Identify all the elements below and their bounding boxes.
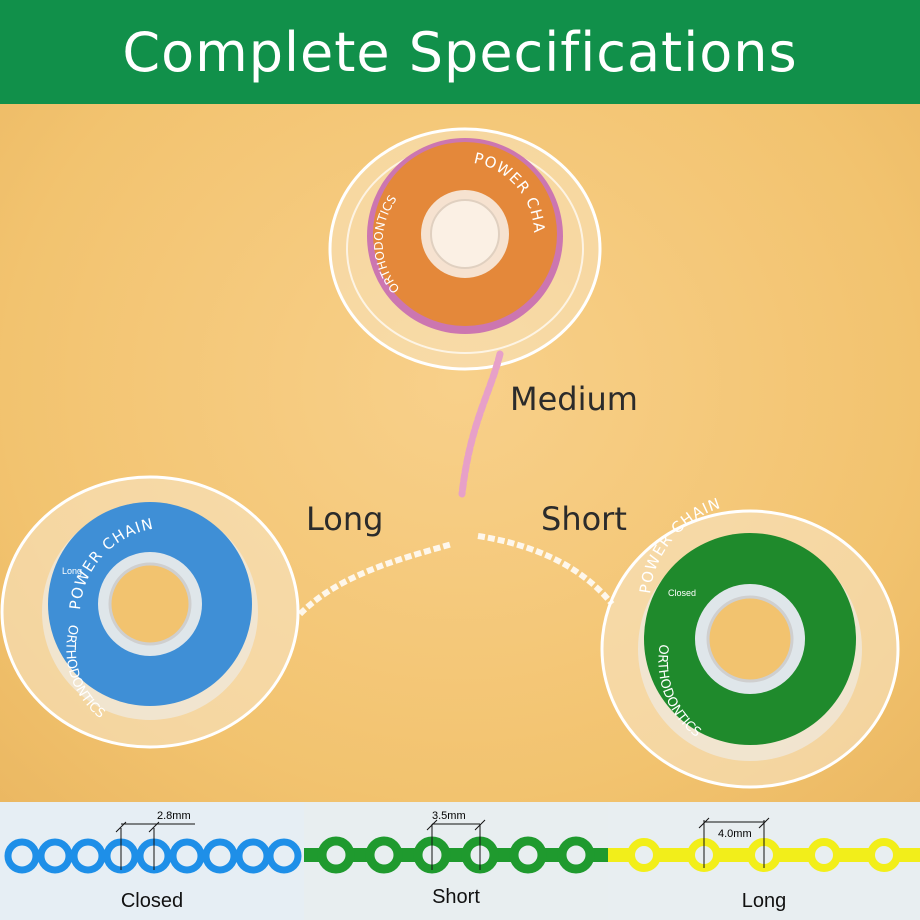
closed-spec-panel: 2.8mm Closed — [0, 802, 304, 920]
short-label: Short — [541, 500, 627, 538]
medium-label: Medium — [510, 380, 638, 418]
closed-measure: 2.8mm — [157, 810, 191, 822]
short-name: Short — [432, 886, 480, 908]
short-spec-panel: 3.5mm Short — [304, 802, 608, 920]
short-measure: 3.5mm — [432, 810, 466, 822]
product-photo: POWER CHAIN ORTHODONTICS POWER CHAIN ORT… — [0, 90, 920, 802]
long-label: Long — [306, 500, 384, 538]
long-spool: POWER CHAIN ORTHODONTICS Long — [0, 475, 453, 749]
short-chain-diagram — [304, 819, 608, 874]
spools-illustration: POWER CHAIN ORTHODONTICS POWER CHAIN ORT… — [0, 90, 900, 789]
long-spec-panel: 4.0mm Long — [608, 802, 920, 920]
short-spool-size-text: Closed — [668, 588, 696, 598]
title-banner: Complete Specifications — [0, 0, 920, 104]
long-name: Long — [741, 890, 787, 912]
banner-title: Complete Specifications — [122, 20, 798, 84]
medium-spool: POWER CHAIN ORTHODONTICS — [0, 90, 602, 498]
short-spool: POWER CHAIN ORTHODONTICS Closed — [477, 494, 900, 789]
long-measure: 4.0mm — [718, 828, 752, 840]
closed-name: Closed — [120, 890, 184, 912]
long-chain-diagram — [608, 817, 920, 872]
closed-chain-diagram — [4, 821, 302, 874]
long-spool-size-text: Long — [62, 566, 82, 576]
